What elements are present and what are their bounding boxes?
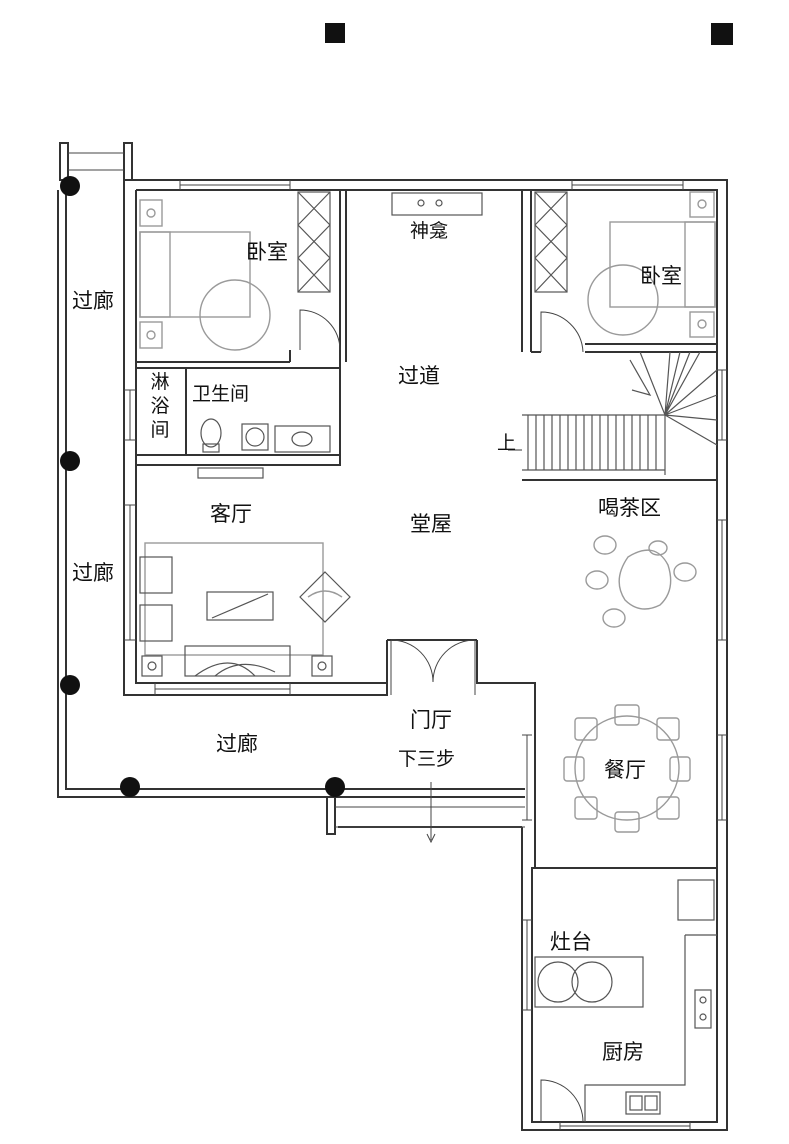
label-steps-down: 下三步	[398, 748, 456, 770]
interior-walls	[136, 190, 717, 869]
label-foyer: 门厅	[410, 708, 452, 732]
living-room-furniture	[139, 542, 351, 677]
entrance-arrow	[426, 782, 436, 844]
shrine-cabinet	[391, 192, 483, 216]
label-shower: 淋浴间	[150, 371, 170, 441]
label-bathroom: 卫生间	[192, 383, 250, 405]
columns	[60, 176, 345, 797]
marker-square-left	[325, 23, 345, 43]
bed-right	[587, 191, 716, 338]
label-bedroom-left: 卧室	[246, 240, 288, 264]
label-corridor-mid: 过廊	[72, 561, 114, 585]
kitchen-fixtures	[534, 879, 717, 1122]
staircase	[508, 351, 718, 475]
label-main-hall: 堂屋	[410, 512, 452, 536]
label-stove: 灶台	[550, 930, 592, 954]
label-tea-area: 喝茶区	[598, 496, 661, 520]
wardrobe-left	[297, 191, 331, 293]
label-corridor-bottom: 过廊	[216, 732, 258, 756]
bathroom-fixtures	[197, 418, 331, 479]
corridor-railing	[57, 142, 525, 835]
label-corridor-top: 过廊	[72, 289, 114, 313]
tea-table	[585, 535, 697, 628]
label-dining-room: 餐厅	[604, 758, 646, 782]
label-shrine: 神龛	[410, 220, 449, 242]
label-living-room: 客厅	[210, 502, 252, 526]
label-bedroom-right: 卧室	[640, 264, 682, 288]
dining-table	[563, 704, 691, 833]
wardrobe-right	[534, 191, 568, 293]
label-stairs-up: 上	[497, 432, 517, 454]
label-hallway: 过道	[398, 364, 440, 388]
windows	[124, 180, 727, 1130]
marker-square-right	[711, 23, 733, 45]
bed-left	[139, 199, 271, 351]
label-kitchen: 厨房	[602, 1040, 644, 1064]
doors	[299, 309, 584, 1123]
